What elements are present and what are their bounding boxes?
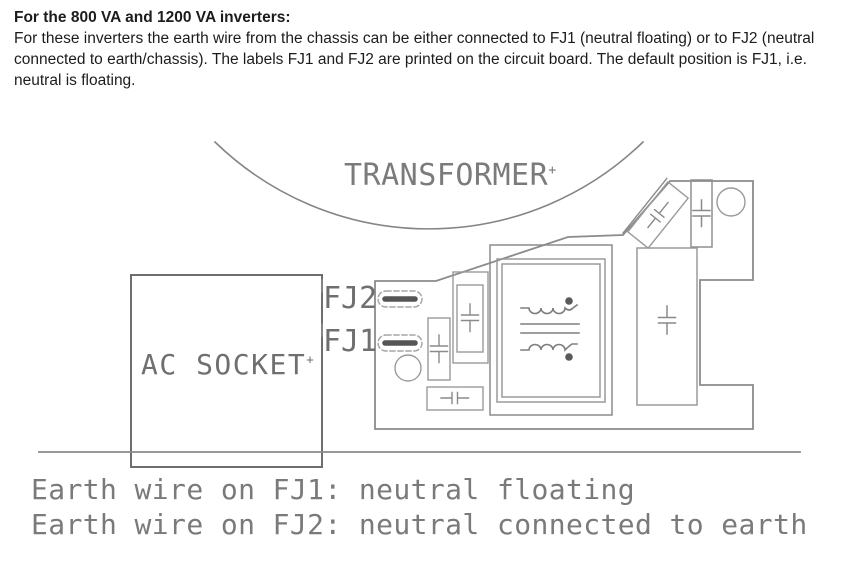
ac-socket-plus-mark: + <box>306 351 314 367</box>
fj1-jumper <box>377 334 423 352</box>
transformer-plus-mark: + <box>548 162 557 178</box>
transformer-label: TRANSFORMER+ <box>344 158 557 193</box>
capacitor-small <box>427 317 451 381</box>
ac-socket-label: AC SOCKET+ <box>141 348 314 381</box>
transformer-arc <box>213 140 645 230</box>
mount-hole-topright <box>716 187 746 217</box>
fj2-jumper <box>377 290 423 308</box>
transformer-symbol <box>520 297 580 361</box>
capacitor-large <box>636 247 698 406</box>
diode-diagonal <box>622 177 690 250</box>
capacitor-framed <box>452 271 489 364</box>
intro-body: For these inverters the earth wire from … <box>14 30 815 89</box>
caption-fj1: Earth wire on FJ1: neutral floating <box>31 473 636 506</box>
capacitor-topright <box>690 179 713 248</box>
ac-socket-box <box>130 274 323 468</box>
caption-fj2: Earth wire on FJ2: neutral connected to … <box>31 508 808 541</box>
intro-heading: For the 800 VA and 1200 VA inverters: <box>14 9 291 26</box>
intro-paragraph: For the 800 VA and 1200 VA inverters: Fo… <box>14 7 822 91</box>
mount-hole <box>394 354 422 382</box>
fj1-label: FJ1 <box>323 324 378 359</box>
transformer-block <box>489 244 613 416</box>
fj2-label: FJ2 <box>323 281 378 316</box>
board-outline <box>374 180 754 430</box>
capacitor-horizontal <box>426 386 484 411</box>
